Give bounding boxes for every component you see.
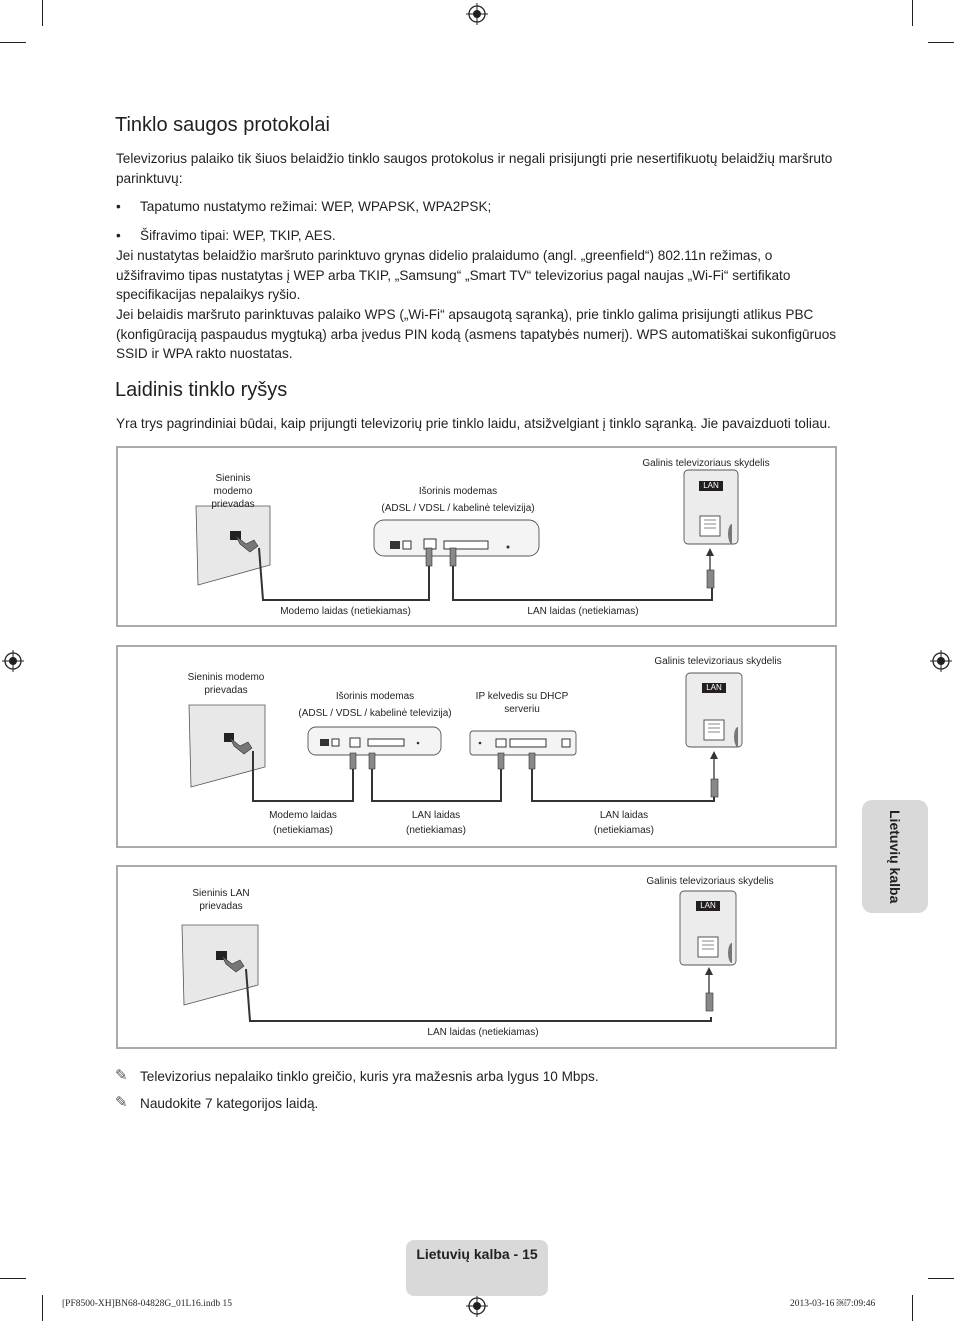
crop-mark [928,42,954,43]
lan-cable-label: LAN laidas (netiekiamas) [527,606,639,617]
crop-mark [42,1295,43,1321]
pencil-note-icon: ✎ [115,1067,128,1084]
diagram-modem-direct: Sieninis modemo prievadas Išorinis modem… [116,446,837,627]
tv-back-panel [679,890,737,966]
print-info-right: 2013-03-16 ￼7:09:46 [790,1299,876,1309]
crop-mark [912,0,913,26]
registration-mark-icon [466,1295,488,1317]
diagram-wall-lan: Sieninis LAN prievadas Galinis televizor… [116,865,837,1049]
lan-cable-label-b2: (netiekiamas) [593,825,655,836]
wps-paragraph: Jei belaidis maršruto parinktuvas palaik… [116,307,837,362]
crop-mark [0,1278,26,1279]
wall-plate [195,505,271,586]
rj45-port-icon [699,515,721,537]
wall-port-label: Sieninis modemo prievadas [187,672,265,696]
modem-cable-label: Modemo laidas (netiekiamas) [280,606,411,617]
lan-badge: LAN [700,901,716,910]
modem-label: Išorinis modemas [335,691,415,702]
print-info-left: [PF8500-XH]BN68-04828G_01L16.indb 15 [62,1299,232,1309]
crop-mark [928,1278,954,1279]
rj45-port-icon [703,719,725,741]
lan-badge: LAN [703,481,719,490]
lan-cable-label: LAN laidas (netiekiamas) [427,1027,539,1038]
modem-cable-label-2: (netiekiamas) [272,825,334,836]
modem-sub-label: (ADSL / VDSL / kabelinė televizija) [298,708,452,719]
wall-port-label: Sieninis modemo prievadas [211,473,255,510]
crop-mark [912,1295,913,1321]
tv-back-panel [683,469,739,545]
bullet-auth-modes: •Tapatumo nustatymo režimai: WEP, WPAPSK… [116,199,492,214]
lan-cable-label-a2: (netiekiamas) [405,825,467,836]
wired-intro: Yra trys pagrindiniai būdai, kaip prijun… [116,416,831,431]
registration-mark-icon [930,650,952,672]
tv-panel-label: Galinis televizoriaus skydelis [646,876,774,887]
diagram-modem-router: Sieninis modemo prievadas Išorinis modem… [116,645,837,848]
security-intro: Televizorius palaiko tik šiuos belaidžio… [116,151,833,186]
lan-cable-label-b1: LAN laidas [599,810,649,821]
router-label: IP kelvedis su DHCP serveriu [475,691,569,715]
tv-panel-label: Galinis televizoriaus skydelis [654,656,782,667]
modem-cable-label-1: Modemo laidas [269,810,337,821]
lan-cable-label-a1: LAN laidas [411,810,461,821]
pencil-note-icon: ✎ [115,1094,128,1111]
lan-badge: LAN [706,683,722,692]
rj45-port-icon [697,936,719,958]
note-speed: ✎ Televizorius nepalaiko tinklo greičio,… [115,1067,599,1084]
crop-mark [42,0,43,26]
tv-panel-label: Galinis televizoriaus skydelis [642,458,770,469]
section-title-security: Tinklo saugos protokolai [115,114,330,136]
greenfield-paragraph: Jei nustatytas belaidžio maršruto parink… [116,248,791,303]
registration-mark-icon [2,650,24,672]
page-number-tab: Lietuvių kalba - 15 [406,1240,548,1296]
modem-label: Išorinis modemas [418,486,498,497]
registration-mark-icon [466,3,488,25]
wall-port-label: Sieninis LAN prievadas [192,888,250,912]
bullet-encryption: •Šifravimo tipai: WEP, TKIP, AES. [116,228,336,243]
wall-port-icon [230,531,241,540]
modem-sub-label: (ADSL / VDSL / kabelinė televizija) [381,503,535,514]
language-side-tab: Lietuvių kalba [862,800,928,913]
modem-device [373,519,540,557]
note-cable-category: ✎ Naudokite 7 kategorijos laidą. [115,1094,319,1111]
crop-mark [0,42,26,43]
section-title-wired: Laidinis tinklo ryšys [115,379,288,401]
wall-port-icon [216,951,227,960]
wall-port-icon [224,733,234,742]
tv-back-panel [685,672,743,748]
